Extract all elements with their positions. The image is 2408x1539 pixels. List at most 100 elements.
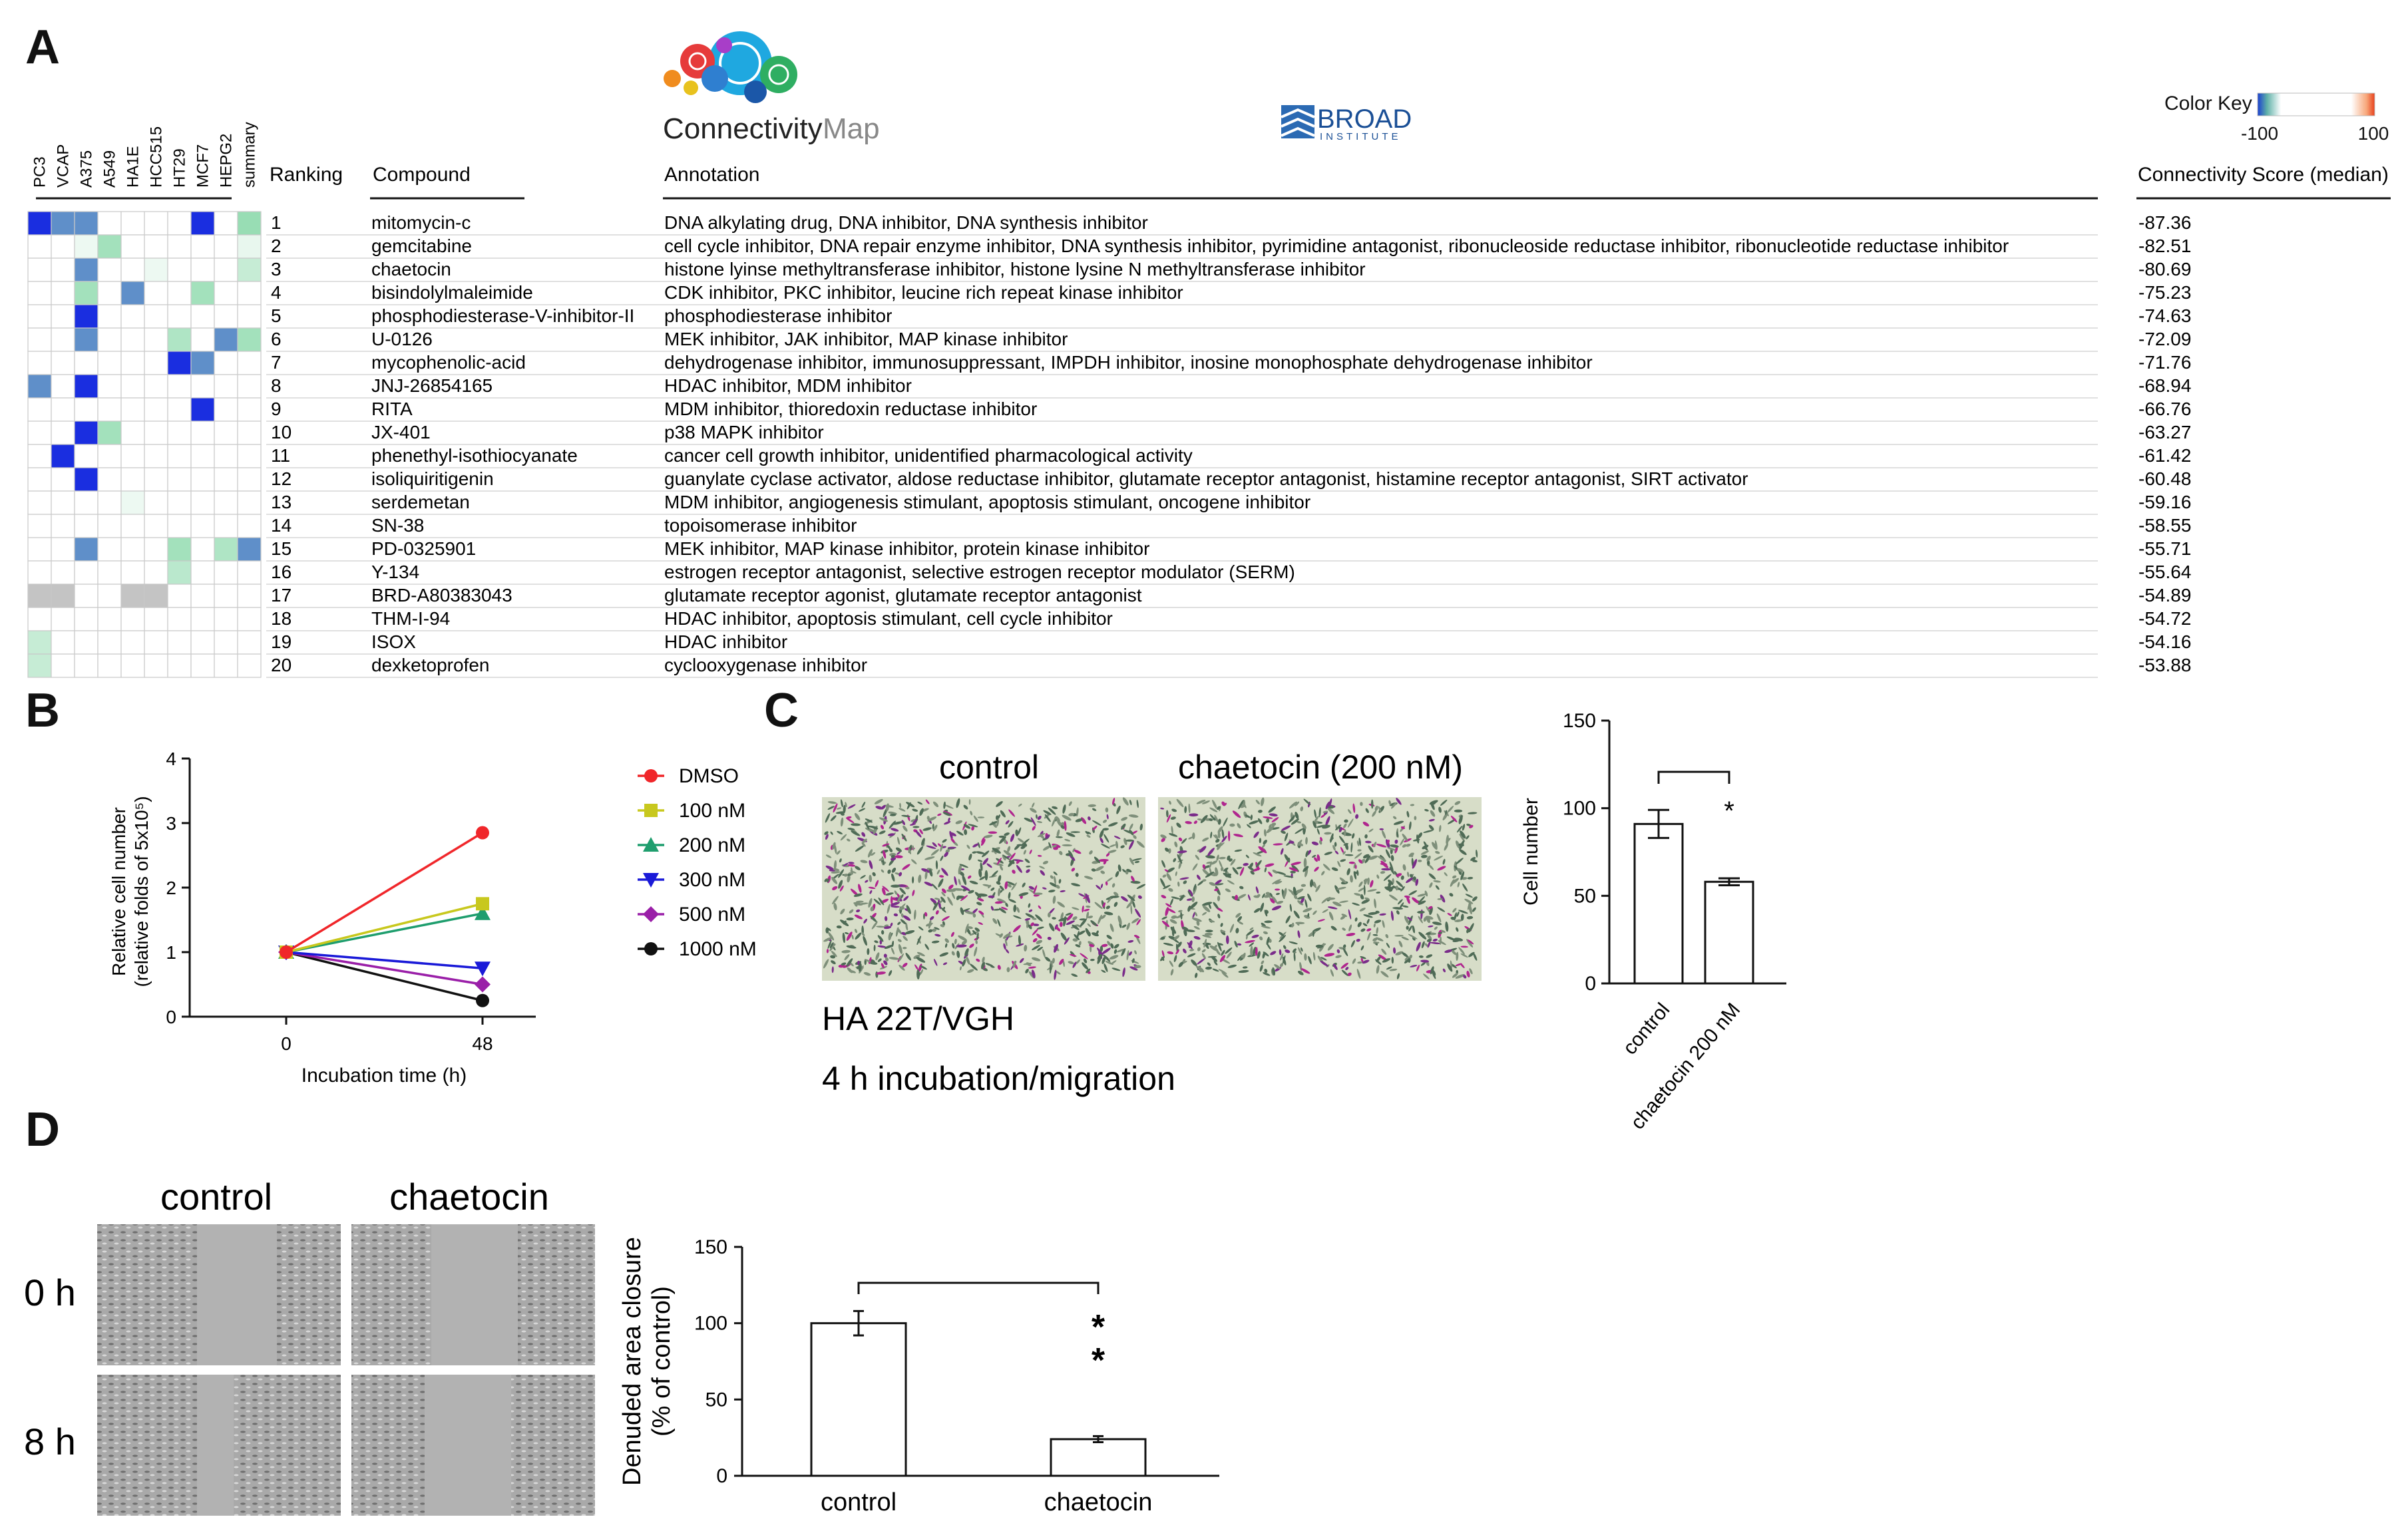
stained-cell <box>1036 814 1038 819</box>
stained-cell <box>1266 818 1269 823</box>
compound-12: isoliquiritigenin <box>371 468 494 489</box>
error-bar <box>853 1309 864 1337</box>
series-line-1000nm <box>286 951 483 1002</box>
heatmap-cell-r4-c5 <box>120 281 145 305</box>
stained-cell <box>1133 835 1137 839</box>
stained-cell <box>1060 932 1067 941</box>
stained-cell <box>1062 804 1066 814</box>
stained-cell <box>960 895 968 902</box>
stained-cell <box>1211 860 1217 865</box>
stained-cell <box>1456 927 1459 932</box>
stained-cell <box>1261 960 1265 965</box>
stained-cell <box>1072 938 1078 942</box>
heatmap-cell-r8-c2 <box>51 374 75 399</box>
stained-cell <box>1111 883 1115 888</box>
stained-cell <box>972 930 977 935</box>
annotation-7: dehydrogenase inhibitor, immunosuppressa… <box>664 352 1593 373</box>
stained-cell <box>1372 938 1378 941</box>
cell-line-header-pc3: PC3 <box>31 156 49 188</box>
stained-cell <box>1454 800 1461 805</box>
stained-cell <box>1054 969 1057 980</box>
stained-cell <box>1468 951 1475 957</box>
stained-cell <box>1105 896 1114 900</box>
stained-cell <box>1416 834 1420 844</box>
heatmap-cell-r7-c5 <box>120 351 145 375</box>
bar-control <box>810 1322 907 1477</box>
stained-cell <box>1209 920 1215 923</box>
stained-cell <box>1127 894 1135 902</box>
stained-cell <box>1052 844 1057 848</box>
stained-cell <box>1389 894 1398 901</box>
stained-cell <box>876 971 886 975</box>
stained-cell <box>1057 902 1066 908</box>
stained-cell <box>1016 865 1022 873</box>
x-tick-label: 48 <box>472 1033 493 1054</box>
stained-cell <box>1048 807 1056 815</box>
stained-cell <box>1042 887 1047 890</box>
heatmap-cell-r17-c10 <box>237 584 262 608</box>
stained-cell <box>1136 799 1139 808</box>
heatmap-cell-r6-c7 <box>167 327 192 352</box>
heatmap-cell-r20-c1 <box>27 653 52 678</box>
stained-cell <box>1257 951 1261 959</box>
stained-cell <box>827 928 831 932</box>
stained-cell <box>1310 879 1313 888</box>
stained-cell <box>830 831 833 835</box>
rank-11: 11 <box>271 445 290 466</box>
stained-cell <box>1337 860 1341 868</box>
compound-11: phenethyl-isothiocyanate <box>371 445 578 466</box>
stained-cell <box>1370 799 1374 809</box>
stained-cell <box>1426 856 1431 862</box>
stained-cell <box>1316 824 1326 828</box>
stained-cell <box>924 912 928 917</box>
stained-cell <box>1110 960 1117 965</box>
compound-19: ISOX <box>371 631 416 652</box>
stained-cell <box>1032 945 1040 951</box>
stained-cell <box>1312 820 1317 828</box>
stained-cell <box>884 944 894 949</box>
stained-cell <box>976 932 979 940</box>
stained-cell <box>903 936 908 941</box>
stained-cell <box>1237 916 1243 922</box>
stained-cell <box>883 960 888 965</box>
stained-cell <box>903 825 908 832</box>
stained-cell <box>1339 877 1346 884</box>
stained-cell <box>935 910 939 915</box>
heatmap-cell-r18-c5 <box>120 607 145 631</box>
stained-cell <box>1113 943 1119 949</box>
stained-cell <box>827 878 830 883</box>
heatmap-cell-r9-c2 <box>51 397 75 422</box>
stained-cell <box>825 834 829 840</box>
stained-cell <box>1213 961 1218 965</box>
stained-cell <box>1362 854 1370 859</box>
stained-cell <box>1348 809 1352 814</box>
stained-cell <box>1303 798 1311 806</box>
stained-cell <box>1264 968 1268 973</box>
rank-15: 15 <box>271 538 292 559</box>
stained-cell <box>1008 899 1016 903</box>
wound-label-treated: chaetocin <box>389 1176 549 1218</box>
stained-cell <box>1006 881 1016 886</box>
stained-cell <box>1356 969 1361 979</box>
stained-cell <box>1168 888 1173 892</box>
stained-cell <box>1042 949 1046 958</box>
stained-cell <box>1416 941 1421 951</box>
stained-cell <box>1204 865 1210 869</box>
stained-cell <box>839 885 844 892</box>
heatmap-cell-r14-c10 <box>237 514 262 538</box>
heatmap-cell-r5-c9 <box>214 304 238 329</box>
stained-cell <box>1037 854 1042 857</box>
stained-cell <box>1171 896 1181 900</box>
stained-cell <box>1409 954 1412 959</box>
stained-cell <box>1202 905 1211 912</box>
stained-cell <box>1102 902 1106 908</box>
score-18: -54.72 <box>2138 608 2191 629</box>
heatmap-cell-r9-c9 <box>214 397 238 422</box>
stained-cell <box>1423 917 1427 922</box>
stained-cell <box>1344 842 1349 850</box>
stained-cell <box>1237 894 1247 900</box>
stained-cell <box>1177 850 1187 854</box>
stained-cell <box>901 932 906 936</box>
stained-cell <box>1450 879 1455 887</box>
stained-cell <box>1207 848 1215 856</box>
